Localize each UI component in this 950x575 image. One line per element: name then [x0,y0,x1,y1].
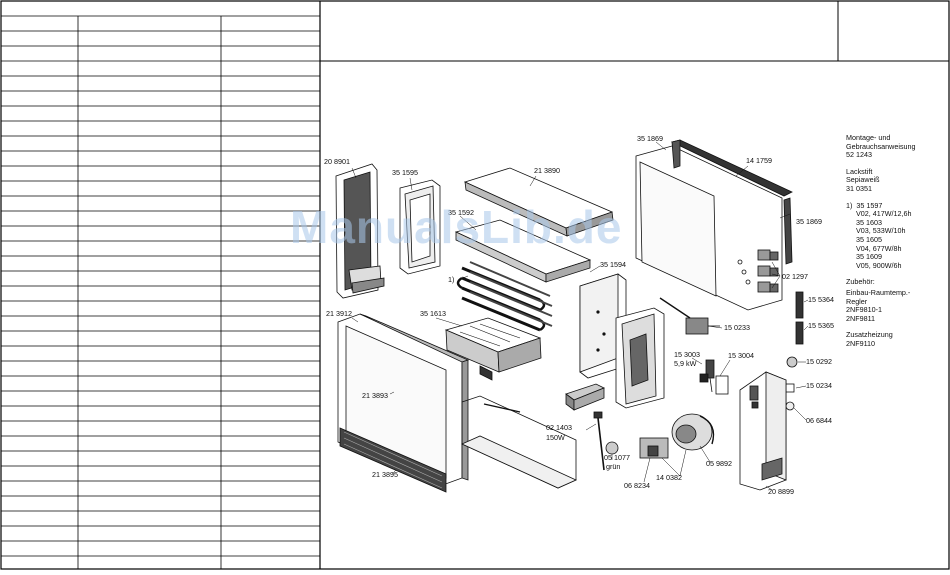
part-208899-side-housing [739,371,787,491]
part-021403-heater [593,411,619,471]
label-068234: 06 8234 [624,481,650,490]
note-regler: Einbau-Raumtemp.- Regler 2NF9810-1 2NF98… [846,287,911,323]
label-208901: 20 8901 [324,157,350,166]
diagram-parts [335,139,804,493]
label-066844: 06 6844 [806,416,832,425]
label-150234: 15 0234 [806,381,832,390]
label-051077: 05 1077 [604,453,630,462]
part-150233-controller [659,297,720,335]
label-351869-top: 35 1869 [637,134,663,143]
label-213893: 21 3893 [362,391,388,400]
part-155364-terminal-strip [795,291,804,345]
label-208899: 20 8899 [768,487,794,496]
note-variants: 1) 35 1597 V02, 417W/12,6h 35 1603 V03, … [846,200,912,270]
note-lackstift: Lackstift Sepiaweiß 31 0351 [846,166,880,193]
label-351595: 35 1595 [392,168,418,177]
label-059892: 05 9892 [706,459,732,468]
note-zubehoer: Zubehör: [846,277,875,287]
part-213895-grille [339,427,447,493]
label-021403: 02 1403 [546,423,572,432]
part-control-panel [615,307,665,409]
part-351869-back-wall [635,139,793,311]
notes-column: Montage- und Gebrauchsanweisung 52 1243 … [846,133,948,356]
part-059892-fan [639,413,715,459]
label-213912: 21 3912 [326,309,352,318]
label-150292: 15 0292 [806,357,832,366]
label-150233: 15 0233 [724,323,750,332]
part-small-accessories [783,356,798,411]
part-351613-insulation [444,317,542,381]
label-021297: 02 1297 [782,272,808,281]
label-213890: 21 3890 [534,166,560,175]
part-351595-frame [399,179,441,275]
part-208901-side-panel [335,163,385,299]
label-153004: 15 3004 [728,351,754,360]
part-021297-terminals [757,249,779,293]
label-051077-color: grün [606,462,620,471]
label-155364: 15 5364 [808,295,834,304]
part-351592-bricks [454,219,592,283]
label-351613: 35 1613 [420,309,446,318]
label-021403-power: 150W [546,433,565,442]
label-351594: 35 1594 [600,260,626,269]
part-351594-insulation [579,273,627,379]
label-153003-power: 5,9 kW [674,359,697,368]
label-140382: 14 0382 [656,473,682,482]
part-heating-elements [456,261,553,332]
part-base-frame [461,395,577,489]
label-351592: 35 1592 [448,208,474,217]
label-ref1: 1) [448,275,454,284]
part-153003-relay [699,359,729,395]
parts-list-table [1,15,320,569]
label-141759: 14 1759 [746,156,772,165]
label-155365: 15 5365 [808,321,834,330]
leader-lines [351,141,809,491]
label-153003: 15 3003 [674,350,700,359]
part-labels: 20 8901 35 1595 21 3890 35 1869 14 1759 … [324,134,834,496]
note-manual: Montage- und Gebrauchsanweisung 52 1243 [846,133,916,160]
label-351869-side: 35 1869 [796,217,822,226]
note-zusatz: Zusatzheizung 2NF9110 [846,330,893,348]
label-213895: 21 3895 [372,470,398,479]
part-213890-top-cover [463,167,614,237]
part-terminal-box [565,383,605,411]
